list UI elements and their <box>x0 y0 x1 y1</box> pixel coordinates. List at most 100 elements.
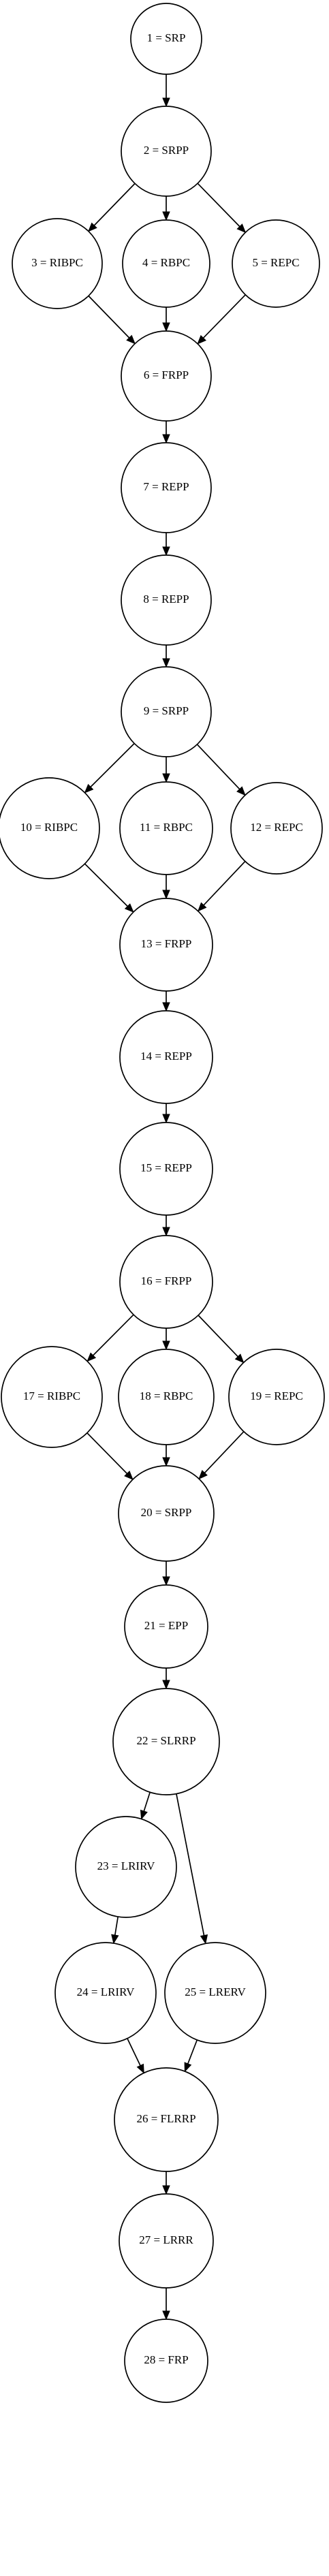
edge-4-to-6 <box>162 307 170 332</box>
arrowhead <box>162 1227 170 1237</box>
node-circle <box>119 1122 213 1216</box>
arrowhead <box>234 1353 245 1364</box>
edge-line <box>87 1432 128 1475</box>
edge-18-to-20 <box>162 1445 170 1467</box>
arrowhead <box>162 1002 170 1012</box>
node-label: 18 = RBPC <box>140 1389 193 1402</box>
arrowhead <box>162 211 170 221</box>
edge-22-to-25 <box>176 1793 208 1945</box>
arrowhead <box>124 1471 134 1481</box>
node-6: 6 = FRPP <box>121 330 212 422</box>
arrowhead <box>200 1934 208 1945</box>
node-circle <box>114 2067 219 2172</box>
node-circle <box>121 442 212 533</box>
arrowhead <box>136 2063 144 2074</box>
node-label: 7 = REPP <box>143 480 189 493</box>
edge-5-to-6 <box>197 294 246 345</box>
node-24: 24 = LRIRV <box>54 1942 157 2044</box>
node-7: 7 = REPP <box>121 442 212 533</box>
edge-line <box>88 295 130 339</box>
arrowhead <box>162 1340 170 1351</box>
edge-11-to-13 <box>162 875 170 900</box>
node-18: 18 = RBPC <box>118 1349 215 1445</box>
node-circle <box>119 2193 214 2289</box>
node-14: 14 = REPP <box>119 1010 213 1104</box>
node-label: 5 = REPC <box>252 256 299 269</box>
node-circle <box>121 554 212 646</box>
edge-7-to-8 <box>162 533 170 556</box>
node-circle <box>1 1346 103 1448</box>
node-label: 12 = REPC <box>250 821 303 834</box>
node-label: 10 = RIBPC <box>20 821 78 834</box>
node-circle <box>118 1349 215 1445</box>
edge-9-to-11 <box>162 757 170 783</box>
edge-2-to-4 <box>162 196 170 221</box>
arrowhead <box>162 546 170 556</box>
arrowhead <box>162 1457 170 1467</box>
arrowhead <box>162 1114 170 1124</box>
node-circle <box>119 1235 213 1329</box>
arrowhead <box>87 222 97 232</box>
edge-16-to-17 <box>87 1314 134 1362</box>
edge-25-to-26 <box>184 2039 198 2073</box>
node-11: 11 = RBPC <box>119 781 213 875</box>
edge-line <box>93 183 136 226</box>
node-label: 20 = SRPP <box>141 1506 192 1519</box>
node-label: 1 = SRP <box>147 31 186 44</box>
edge-12-to-13 <box>197 861 246 912</box>
edge-line <box>176 1793 205 1936</box>
edge-19-to-20 <box>198 1431 245 1480</box>
edge-1-to-2 <box>162 74 170 108</box>
edge-line <box>127 2038 141 2066</box>
edge-14-to-15 <box>162 1103 170 1124</box>
edge-8-to-9 <box>162 645 170 668</box>
arrowhead <box>197 902 207 912</box>
node-9: 9 = SRPP <box>121 666 212 757</box>
arrowhead <box>197 334 206 345</box>
edge-2-to-5 <box>197 183 247 234</box>
node-label: 11 = RBPC <box>140 821 193 834</box>
edge-20-to-21 <box>162 1561 170 1586</box>
node-5: 5 = REPC <box>232 219 320 308</box>
node-26: 26 = FLRRP <box>114 2067 219 2172</box>
node-circle <box>0 777 100 879</box>
edge-10-to-13 <box>84 863 134 913</box>
node-label: 21 = EPP <box>144 1619 188 1632</box>
edge-22-to-23 <box>140 1792 151 1820</box>
node-circle <box>119 1010 213 1104</box>
edge-line <box>204 1431 245 1474</box>
node-label: 17 = RIBPC <box>23 1389 80 1402</box>
node-21: 21 = EPP <box>124 1584 208 1669</box>
node-16: 16 = FRPP <box>119 1235 213 1329</box>
edges-layer <box>84 74 247 2321</box>
edge-line <box>198 1315 238 1357</box>
node-2: 2 = SRPP <box>121 106 212 197</box>
edge-3-to-6 <box>88 295 136 345</box>
edge-6-to-7 <box>162 421 170 444</box>
node-12: 12 = REPC <box>230 782 323 875</box>
edge-27-to-28 <box>162 2288 170 2321</box>
arrowhead <box>84 783 94 794</box>
node-circle <box>121 666 212 757</box>
arrowhead <box>162 322 170 332</box>
node-label: 27 = LRRR <box>139 2233 193 2246</box>
node-label: 8 = REPP <box>143 593 189 606</box>
edge-16-to-19 <box>198 1315 245 1364</box>
node-label: 22 = SLRRP <box>136 1734 195 1747</box>
arrowhead <box>126 334 136 345</box>
node-circle <box>124 1584 208 1669</box>
arrowhead <box>162 434 170 444</box>
node-4: 4 = RBPC <box>122 219 210 308</box>
node-19: 19 = REPC <box>228 1349 325 1445</box>
node-circle <box>130 3 202 75</box>
node-20: 20 = SRPP <box>118 1465 215 1562</box>
node-label: 24 = LRIRV <box>77 1985 135 1998</box>
edge-line <box>92 1314 134 1356</box>
node-circle <box>122 219 210 308</box>
edge-26-to-27 <box>162 2171 170 2195</box>
node-23: 23 = LRIRV <box>75 1816 177 1918</box>
node-label: 14 = REPP <box>140 1050 192 1063</box>
edge-line <box>90 742 135 788</box>
node-label: 16 = FRPP <box>141 1274 192 1287</box>
